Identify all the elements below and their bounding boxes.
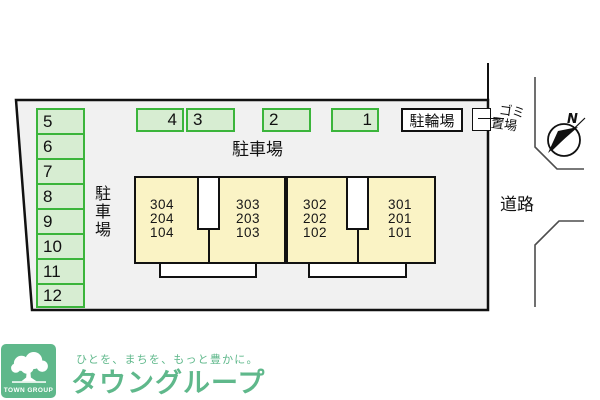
parking-space-11: 11 [36,258,85,285]
parking-space-10: 10 [36,233,85,260]
parking-space-12: 12 [36,283,85,308]
stairwell-right [346,176,369,230]
parking-space-2: 2 [262,108,311,132]
garbage-area-box [472,108,491,131]
brand-name: タウングループ [71,368,266,398]
town-group-logo: TOWN GROUP [1,344,56,398]
parking-label-top: 駐車場 [232,140,283,159]
unit-stack-302: 302 202 102 [303,197,328,240]
bicycle-parking-box: 駐輪場 [401,108,463,132]
parking-space-6: 6 [36,133,85,160]
compass-north-label: N [567,112,578,127]
road-far-edge-upper [534,77,584,170]
parking-space-5: 5 [36,108,85,135]
parking-space-4: 4 [136,108,184,132]
compass-needle-line [551,117,586,151]
garbage-leader-line [478,118,504,119]
unit-divider-left [208,228,210,264]
unit-stack-304: 304 204 104 [150,197,175,240]
logo-text: TOWN GROUP [3,387,54,394]
road-label: 道路 [500,195,534,214]
road-far-edge-lower [534,220,584,307]
parking-space-1: 1 [331,108,379,132]
parking-space-7: 7 [36,158,85,185]
stairwell-left [197,176,220,230]
brand-tagline: ひとを、まちを、もっと豊かに。 [76,354,259,366]
unit-stack-301: 301 201 101 [388,197,413,240]
parking-space-3: 3 [186,108,235,132]
parking-label-left: 駐車場 [92,185,109,239]
garbage-area-label: ゴミ 置場 [490,102,526,134]
unit-stack-303: 303 203 103 [236,197,261,240]
tree-icon [10,352,48,383]
compass: N [547,112,586,157]
parking-space-8: 8 [36,183,85,210]
unit-divider-right [357,228,359,264]
parking-space-9: 9 [36,208,85,235]
bicycle-parking-label: 駐輪場 [409,112,455,130]
